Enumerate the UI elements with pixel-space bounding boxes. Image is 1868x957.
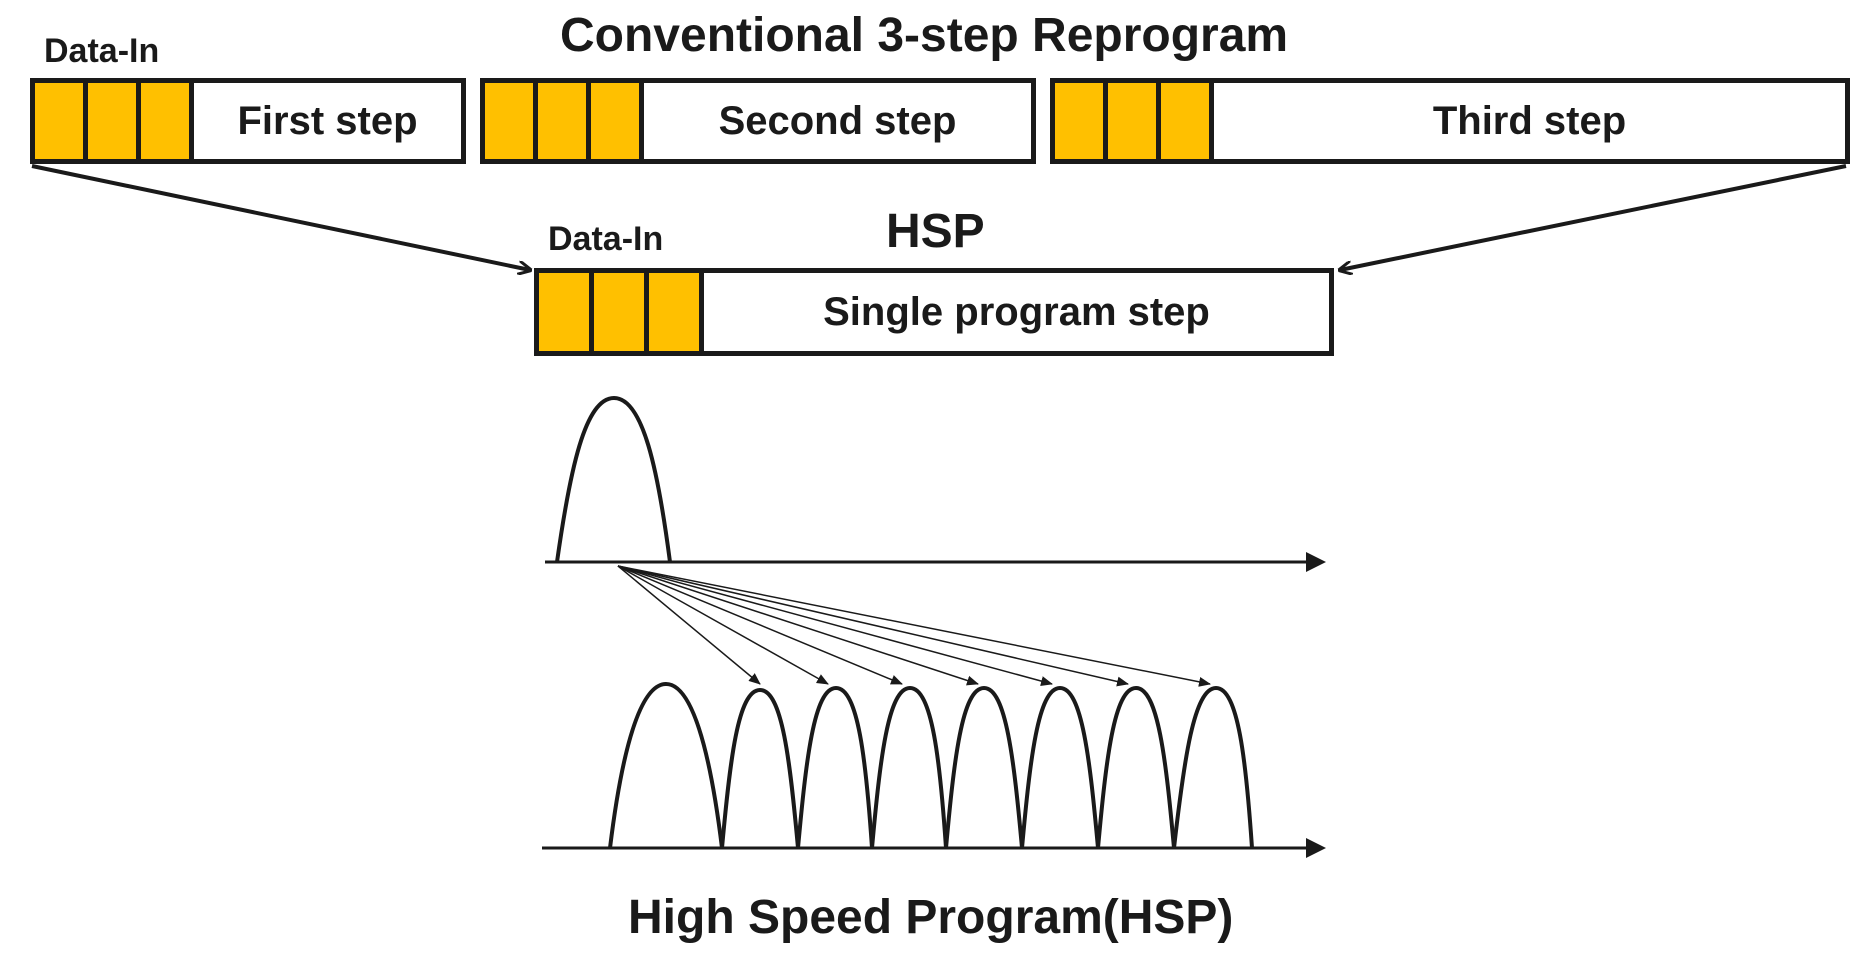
left-converge-arrow [31, 164, 530, 270]
data-in-cell [1108, 83, 1161, 159]
third-step-box: Third step [1050, 78, 1850, 164]
fan-arrow [617, 565, 761, 685]
data-in-cell [141, 83, 194, 159]
right-converge-arrow [1340, 164, 1847, 270]
data-in-cell [1161, 83, 1214, 159]
conventional-title: Conventional 3-step Reprogram [560, 9, 1289, 62]
data-in-cell [485, 83, 538, 159]
fan-arrow [617, 565, 979, 686]
fan-out-arrows [617, 565, 1211, 687]
hsp-title: HSP [886, 205, 985, 258]
fan-arrow [617, 565, 1211, 687]
single-program-step-label: Single program step [823, 289, 1210, 334]
hsp-caption: High Speed Program(HSP) [628, 891, 1234, 944]
bottom-pulse [1172, 685, 1254, 849]
first-step-box: First step [30, 78, 466, 164]
bottom-pulse [796, 685, 874, 849]
fan-arrow [617, 565, 829, 685]
hsp-data-in-label: Data-In [548, 220, 664, 258]
data-in-cell [88, 83, 141, 159]
bottom-pulse [870, 685, 948, 849]
data-in-cell [591, 83, 644, 159]
data-in-cell [594, 273, 649, 351]
data-in-cell [1055, 83, 1108, 159]
fan-arrow [617, 565, 1053, 686]
top-pulse [555, 395, 672, 563]
data-in-cell [538, 83, 591, 159]
fan-arrow [617, 565, 903, 685]
second-step-box: Second step [480, 78, 1036, 164]
first-step-label: First step [237, 98, 418, 143]
conventional-data-in-label: Data-In [44, 32, 160, 70]
bottom-time-axis-arrowhead [1306, 838, 1326, 858]
bottom-pulse-train [608, 681, 1254, 849]
bottom-pulse [1020, 685, 1100, 849]
data-in-cell [649, 273, 704, 351]
data-in-cell [539, 273, 594, 351]
bottom-pulse [720, 687, 800, 849]
bottom-pulse [608, 681, 724, 849]
second-step-label: Second step [718, 98, 957, 143]
single-program-step-box: Single program step [534, 268, 1334, 356]
data-in-cell [35, 83, 88, 159]
third-step-label: Third step [1432, 98, 1627, 143]
fan-arrow [617, 565, 1129, 687]
bottom-pulse [1096, 685, 1176, 849]
top-time-axis-arrowhead [1306, 552, 1326, 572]
bottom-pulse [944, 685, 1024, 849]
